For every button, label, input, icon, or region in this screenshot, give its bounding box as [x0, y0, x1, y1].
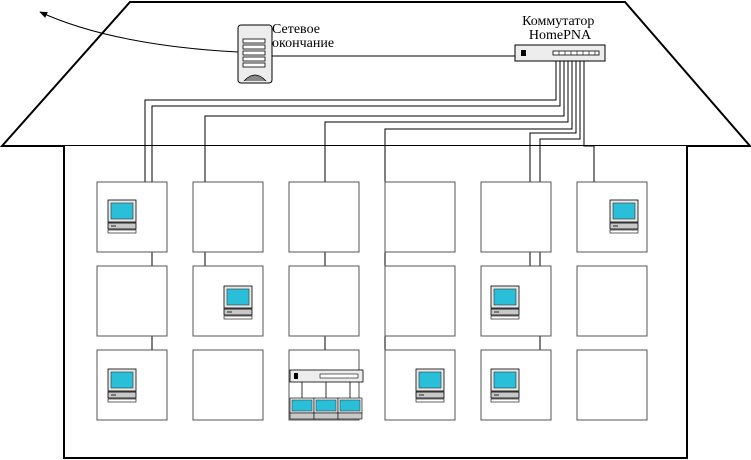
server-tower-icon: [242, 38, 267, 82]
switch-label-line-2: HomePNA: [529, 28, 592, 43]
apartment-2-4: [384, 265, 456, 337]
switch-label: Коммутатор HomePNA: [522, 14, 598, 43]
apartment-1-2: [192, 181, 264, 253]
desktop-computer-icon: [415, 368, 445, 403]
apartment-computer: [313, 397, 339, 420]
network-switch-icon: [521, 50, 600, 56]
apartment-2-6: [576, 265, 648, 337]
uplink-arrow-icon: [39, 11, 239, 53]
desktop-computer-icon: [107, 199, 137, 234]
switch-with-three-computers-icon: [289, 369, 364, 420]
network-termination-device: [237, 24, 273, 84]
apartment-1-4: [384, 181, 456, 253]
apartment-1-5: [480, 181, 552, 253]
apartments-grid: [96, 181, 648, 421]
apartment-2-3: [288, 265, 360, 337]
house-roof: [0, 1, 751, 147]
apartment-2-1: [96, 265, 168, 337]
homepna-switch: [514, 44, 606, 62]
desktop-computer-icon: [609, 199, 639, 234]
apartment-3-2: [192, 349, 264, 421]
apartment-computer: [337, 397, 363, 420]
network-termination-label-line-2: окончание: [272, 36, 334, 51]
desktop-computer-icon: [107, 368, 137, 403]
apartment-1-3: [288, 181, 360, 253]
desktop-computer-icon: [490, 285, 520, 320]
devices: [107, 199, 639, 420]
desktop-computer-icon: [223, 285, 253, 320]
network-termination-label-line-1: Сетевое: [272, 22, 320, 37]
switch-label-line-1: Коммутатор: [522, 14, 594, 29]
apartment-3-6: [576, 349, 648, 421]
apartment-computer: [289, 397, 315, 420]
network-termination-label: Сетевое окончание: [272, 22, 334, 51]
desktop-computer-icon: [490, 368, 520, 403]
